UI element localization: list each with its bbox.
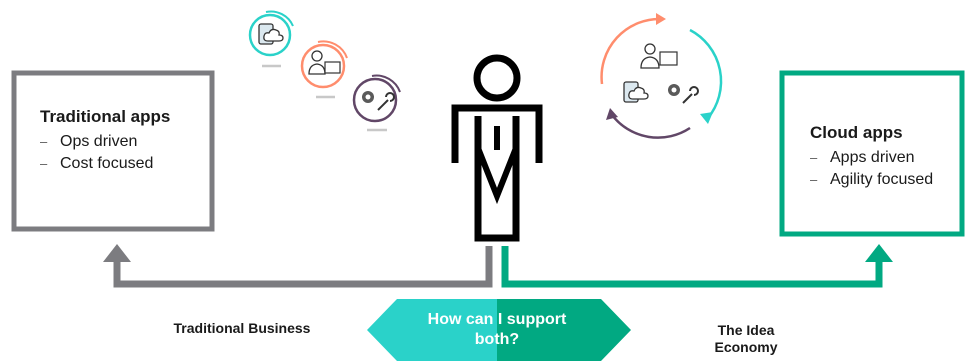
cloud-apps-title: Cloud apps — [810, 123, 903, 142]
person-figure-icon — [451, 54, 543, 242]
cloud-apps-content: Cloud apps Apps driven Agility focused — [810, 122, 945, 191]
bullet-item: Apps driven — [810, 147, 945, 169]
developer-code-icon — [300, 40, 348, 99]
cloud-apps-box — [779, 70, 965, 237]
question-banner — [367, 299, 631, 361]
bullet-item: Agility focused — [810, 169, 945, 191]
cycle-arrows-icon — [600, 13, 723, 139]
cloud-arrow — [501, 244, 893, 288]
traditional-business-label: Traditional Business — [173, 320, 311, 336]
traditional-apps-title: Traditional apps — [40, 107, 171, 126]
traditional-arrow — [103, 244, 493, 288]
traditional-apps-bullets: Ops driven Cost focused — [40, 131, 205, 175]
traditional-apps-content: Traditional apps Ops driven Cost focused — [40, 106, 205, 175]
traditional-apps-box — [11, 70, 215, 232]
cloud-apps-bullets: Apps driven Agility focused — [810, 147, 945, 191]
bullet-item: Ops driven — [40, 131, 205, 153]
bullet-item: Cost focused — [40, 153, 205, 175]
gear-wrench-icon — [352, 74, 401, 132]
tablet-cloud-icon — [248, 10, 294, 68]
question-text: How can I support both? — [427, 311, 567, 348]
idea-economy-label: The Idea Economy — [714, 322, 778, 355]
